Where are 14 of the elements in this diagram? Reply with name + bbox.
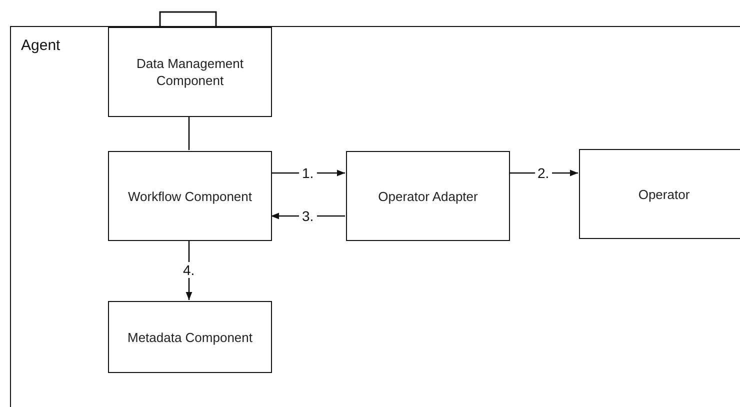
container-title: Agent [21, 37, 60, 54]
edge-label: 2. [534, 165, 552, 181]
container-box [10, 26, 740, 407]
component-box: Operator [579, 149, 740, 239]
arrow [271, 212, 345, 220]
component-box: Operator Adapter [346, 151, 510, 241]
component-box: Data Management Component [108, 27, 272, 117]
connector-line [188, 116, 190, 150]
component-box: Workflow Component [108, 151, 272, 241]
arrow [509, 170, 578, 176]
edge-label: 1. [299, 165, 317, 181]
component-box: Metadata Component [108, 301, 272, 373]
arrow [271, 170, 345, 176]
edge-label: 3. [299, 208, 317, 224]
